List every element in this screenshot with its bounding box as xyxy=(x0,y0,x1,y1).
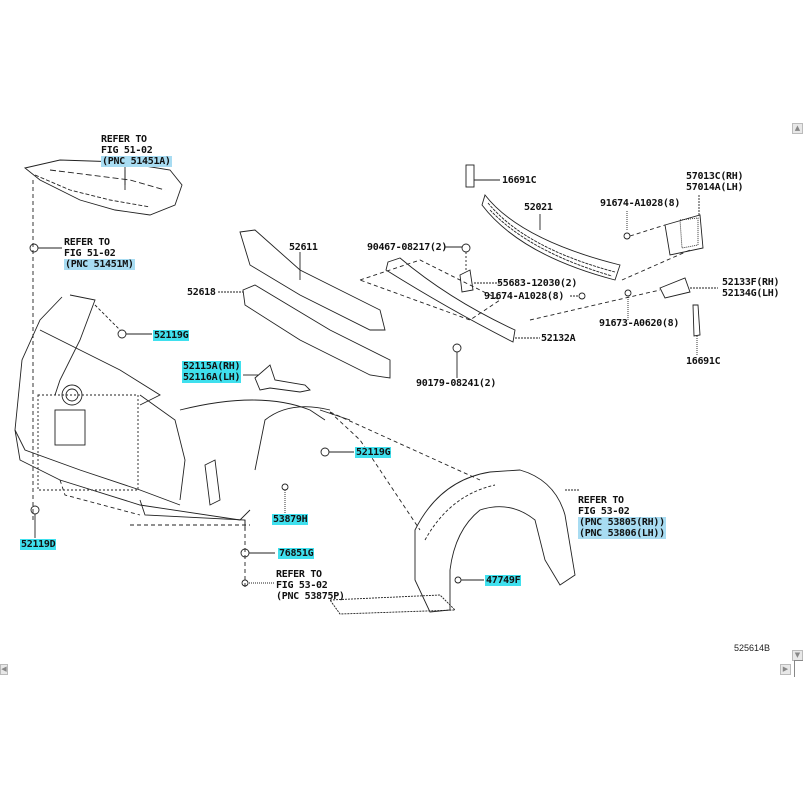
ref-line: FIG 53-02 xyxy=(276,580,328,591)
part-53879h[interactable]: 53879H xyxy=(272,514,309,525)
ref-line: REFER TO xyxy=(64,237,110,248)
ref-line: FIG 53-02 xyxy=(578,506,630,517)
scroll-right-button[interactable]: ▶ xyxy=(780,664,791,675)
front-bumper-cover xyxy=(14,294,351,530)
scroll-corner xyxy=(794,660,803,677)
part-52115a[interactable]: 52115A(RH) xyxy=(182,361,242,372)
emblem-16691c xyxy=(465,164,475,188)
side-retainer xyxy=(664,214,704,256)
pnc-51451a-link[interactable]: (PNC 51451A) xyxy=(101,156,172,167)
part-52119g-mid[interactable]: 52119G xyxy=(355,447,392,458)
ref-line: FIG 51-02 xyxy=(101,145,153,156)
diagram-id: 525614B xyxy=(734,643,771,653)
clip-icon xyxy=(29,243,39,253)
clip-icon xyxy=(461,243,471,253)
part-52132a[interactable]: 52132A xyxy=(541,333,576,344)
clip-icon xyxy=(320,447,330,457)
part-57014a[interactable]: 57014A(LH) xyxy=(686,182,744,193)
ref-line: REFER TO xyxy=(276,569,322,580)
part-90467-08217[interactable]: 90467-08217(2) xyxy=(367,242,448,253)
part-52021[interactable]: 52021 xyxy=(524,202,553,213)
arrow-up-icon: ▲ xyxy=(794,124,801,132)
part-16691c-top[interactable]: 16691C xyxy=(502,175,537,186)
part-16691c-right[interactable]: 16691C xyxy=(686,356,721,367)
part-76851g[interactable]: 76851G xyxy=(278,548,315,559)
ref-line: (PNC 51451A) xyxy=(101,156,172,167)
ref-line: (PNC 51451M) xyxy=(64,259,135,270)
part-52116a[interactable]: 52116A(LH) xyxy=(182,372,242,383)
nut-icon xyxy=(452,343,462,353)
part-52134g[interactable]: 52134G(LH) xyxy=(722,288,780,299)
arrow-left-icon: ◀ xyxy=(1,665,7,673)
pnc-53806-link[interactable]: (PNC 53806(LH)) xyxy=(578,528,666,539)
part-52119d[interactable]: 52119D xyxy=(20,539,57,550)
scroll-left-button[interactable]: ◀ xyxy=(0,664,8,675)
bumper-reinforcement xyxy=(239,229,391,379)
upper-grille xyxy=(481,194,621,281)
pnc-51451m-link[interactable]: (PNC 51451M) xyxy=(64,259,135,270)
part-91673-a0620[interactable]: 91673-A0620(8) xyxy=(599,318,680,329)
part-52133f[interactable]: 52133F(RH) xyxy=(722,277,780,288)
lower-reinforcement xyxy=(385,257,516,343)
part-52119g-top[interactable]: 52119G xyxy=(153,330,190,341)
arrow-right-icon: ▶ xyxy=(782,665,789,673)
ref-line: REFER TO xyxy=(578,495,624,506)
bracket xyxy=(254,364,311,393)
scroll-up-button[interactable]: ▲ xyxy=(792,123,803,134)
ref-line: REFER TO xyxy=(101,134,147,145)
pnc-53805-link[interactable]: (PNC 53805(RH)) xyxy=(578,517,666,528)
part-55683-12030[interactable]: 55683-12030(2) xyxy=(497,278,578,289)
part-47749f[interactable]: 47749F xyxy=(485,575,522,586)
part-91674-a1028-mid[interactable]: 91674-A1028(8) xyxy=(484,291,565,302)
part-90179-08241[interactable]: 90179-08241(2) xyxy=(416,378,497,389)
part-52611[interactable]: 52611 xyxy=(289,242,318,253)
arrow-down-icon: ▼ xyxy=(794,651,801,659)
emblem-16691c-right xyxy=(692,304,701,337)
clip-icon xyxy=(117,329,127,339)
pnc-53875p-link[interactable]: (PNC 53875P) xyxy=(276,591,345,602)
engine-undercover xyxy=(23,159,183,216)
side-bracket xyxy=(659,277,691,299)
fender-liner xyxy=(329,469,576,615)
part-52618[interactable]: 52618 xyxy=(187,287,216,298)
part-57013c[interactable]: 57013C(RH) xyxy=(686,171,744,182)
ref-line: FIG 51-02 xyxy=(64,248,116,259)
part-91674-a1028-top[interactable]: 91674-A1028(8) xyxy=(600,198,681,209)
clip-icon xyxy=(30,505,40,515)
